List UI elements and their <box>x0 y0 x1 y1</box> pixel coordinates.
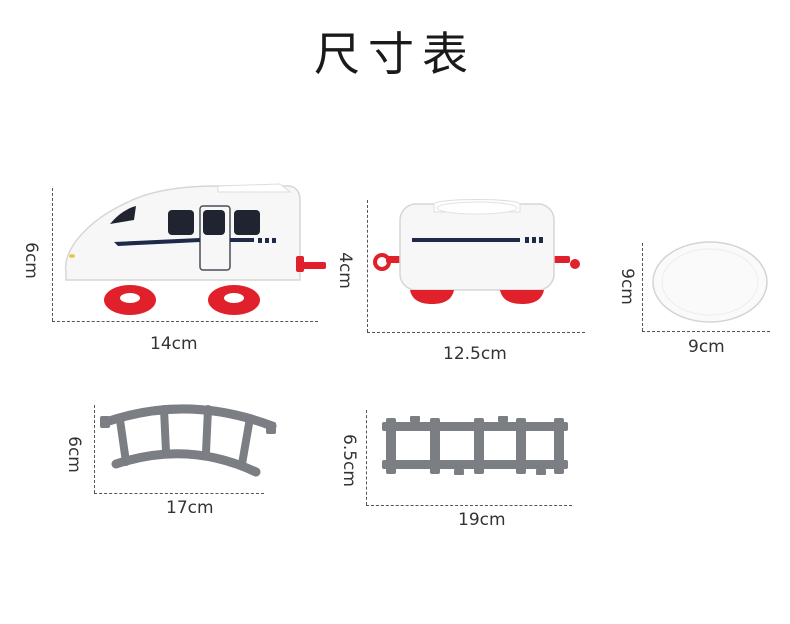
engine-stripe-dash <box>272 238 276 243</box>
straight-track-tie <box>474 418 484 474</box>
engine-roof-highlight <box>217 183 292 193</box>
engine-height-label: 6cm <box>20 242 41 279</box>
carriage-width-label: 12.5cm <box>443 344 507 364</box>
straight-track-nub <box>536 469 546 475</box>
engine-window <box>234 210 260 235</box>
disc-shape <box>652 241 768 323</box>
curved-track-tie <box>238 414 254 468</box>
engine-width-guide <box>52 321 318 322</box>
engine-stripe-dash <box>258 238 262 243</box>
disc-width-label: 9cm <box>688 337 725 357</box>
carriage-stripe-dash <box>532 237 536 243</box>
carriage-stripe <box>412 238 520 242</box>
carriage-height-label: 4cm <box>334 252 355 289</box>
curved-track-connector <box>100 416 110 428</box>
carriage-wheel <box>500 290 544 304</box>
carriage-stripe-dash <box>525 237 529 243</box>
curved-track-height-label: 6cm <box>63 436 84 473</box>
straight-track-nub <box>498 416 508 422</box>
carriage-wheel <box>410 290 454 304</box>
engine-coupler <box>300 262 326 269</box>
straight-track-tie <box>386 418 396 474</box>
straight-track-tie <box>430 418 440 474</box>
straight-track-image <box>378 414 572 478</box>
engine-stripe-dash <box>265 238 269 243</box>
curved-track-width-guide <box>94 493 264 494</box>
disc-height-label: 9cm <box>616 268 637 305</box>
engine-window <box>203 210 225 235</box>
disc-width-guide <box>642 331 770 332</box>
engine-height-guide <box>52 188 53 321</box>
carriage-height-guide <box>367 200 368 332</box>
disc-height-guide <box>642 243 643 331</box>
page-title: 尺寸表 <box>314 27 476 81</box>
engine-width-label: 14cm <box>150 334 198 354</box>
curved-track-height-guide <box>94 405 95 493</box>
engine-windshield <box>110 206 136 224</box>
disc-highlight <box>661 248 759 316</box>
carriage-stripe-dash <box>539 237 543 243</box>
straight-track-nub <box>454 469 464 475</box>
engine-stripe <box>114 238 200 246</box>
curved-track-image <box>100 402 278 482</box>
straight-track-width-label: 19cm <box>458 510 506 530</box>
engine-headlight <box>69 254 75 258</box>
straight-track-width-guide <box>366 505 572 506</box>
carriage-image <box>372 196 587 308</box>
engine-stripe <box>230 238 254 242</box>
straight-track-height-guide <box>366 410 367 505</box>
curved-track-width-label: 17cm <box>166 498 214 518</box>
carriage-width-guide <box>367 332 585 333</box>
engine-wheel-hub <box>224 293 244 303</box>
engine-coupler-base <box>296 256 304 272</box>
curved-track-rail <box>111 449 261 477</box>
curved-track-tie <box>202 405 212 456</box>
straight-track-nub <box>410 416 420 422</box>
curved-track-tie <box>160 405 170 456</box>
carriage-coupler-ring <box>570 259 580 269</box>
straight-track-tie <box>516 418 526 474</box>
carriage-body <box>399 203 555 291</box>
straight-track-height-label: 6.5cm <box>338 434 359 487</box>
engine-wheel-hub <box>120 293 140 303</box>
disc-image <box>650 240 770 324</box>
curved-track-connector <box>266 422 276 434</box>
curved-track-tie <box>116 416 130 466</box>
carriage-roof-hatch <box>436 201 518 215</box>
engine-window <box>168 210 194 235</box>
straight-track-tie <box>554 418 564 474</box>
engine-image <box>58 180 333 315</box>
